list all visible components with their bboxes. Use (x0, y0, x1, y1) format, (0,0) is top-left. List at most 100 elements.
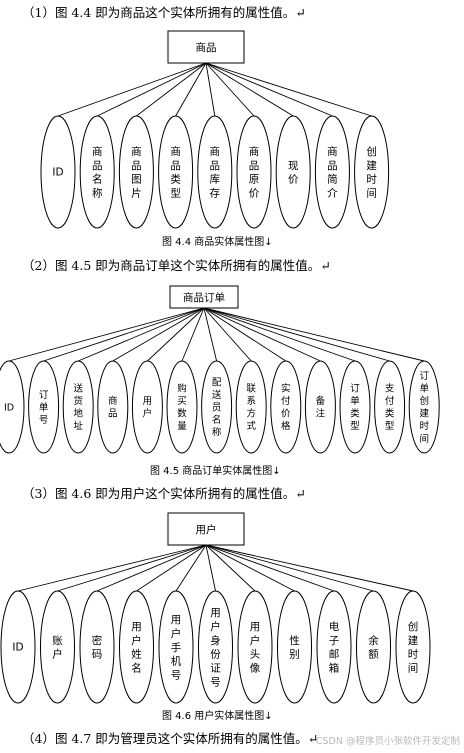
connector-line (205, 544, 335, 592)
entity-box (167, 512, 245, 546)
connector-line (112, 307, 205, 362)
attribute-label: 送货地址 (73, 383, 83, 433)
attribute-ellipse (374, 360, 406, 454)
attribute-label: 商品 (108, 395, 118, 420)
connector-line (57, 544, 207, 592)
attribute-label: 用户身份证号 (210, 607, 221, 688)
figure-caption-order: 图 4.5 商品订单实体属性图↓ (150, 466, 281, 477)
entity-label: 商品 (196, 41, 217, 54)
connector-line (136, 544, 207, 592)
connector-line (205, 544, 256, 592)
connector-line (205, 62, 372, 117)
attribute-ellipse (198, 590, 233, 704)
attribute-ellipse (314, 115, 350, 229)
attribute-ellipse (304, 360, 336, 454)
attribute-ellipse (158, 590, 194, 704)
attribute-label: 实付价格 (281, 383, 291, 433)
connector-line (175, 544, 207, 592)
watermark: CSDN @程序员小张软件开发定制 (315, 736, 460, 747)
connector-line (78, 307, 205, 362)
attribute-label: 商品图片 (131, 145, 142, 200)
entity-box (167, 30, 245, 64)
attribute-ellipse (62, 360, 94, 454)
attribute-ellipse (97, 360, 129, 454)
figure-caption-product: 图 4.4 商品实体属性图↓ (162, 237, 273, 248)
attribute-label: 联系方式 (246, 384, 256, 433)
attribute-ellipse (354, 115, 390, 229)
connector-line (205, 544, 374, 592)
attribute-label: 订单类型 (350, 384, 360, 433)
attribute-label: 用户头像 (250, 621, 261, 675)
attribute-ellipse (277, 590, 312, 704)
section-heading-product: （1）图 4.4 即为商品这个实体所拥有的属性值。↵ (22, 5, 306, 20)
section-heading-order: （2）图 4.5 即为商品订单这个实体所拥有的属性值。↵ (22, 258, 331, 273)
connector-line (203, 307, 356, 362)
attribute-ellipse (356, 590, 391, 704)
attribute-label: 购买数量 (177, 383, 187, 433)
connector-line (147, 307, 205, 362)
attribute-ellipse (119, 590, 154, 704)
attribute-ellipse (408, 360, 440, 454)
connector-line (203, 307, 321, 362)
attribute-label: 订单号 (39, 390, 49, 426)
connector-line (205, 62, 294, 117)
attribute-ellipse (0, 360, 25, 454)
attribute-label: 商品类型 (170, 145, 181, 200)
connector-line (97, 62, 207, 117)
connector-line (203, 307, 425, 362)
figure-caption-user: 图 4.6 用户实体属性图↓ (162, 711, 273, 722)
attribute-ellipse (40, 115, 76, 229)
attribute-ellipse (79, 590, 115, 704)
attribute-label: 商品简介 (327, 145, 338, 200)
attribute-ellipse (28, 360, 60, 454)
entity-label: 商品订单 (183, 291, 225, 304)
connector-line (203, 307, 287, 362)
attribute-ellipse (158, 115, 194, 229)
section-heading-admin: （4）图 4.7 即为管理员这个实体所拥有的属性值。↵ (22, 731, 319, 746)
attribute-label: 创建时间 (366, 145, 377, 200)
attribute-ellipse (316, 590, 352, 704)
connector-line (181, 307, 205, 362)
attribute-label: 性别 (289, 634, 300, 661)
connector-line (203, 307, 218, 362)
attribute-ellipse (118, 115, 154, 229)
attribute-label: 密码 (92, 634, 103, 661)
attribute-ellipse (197, 115, 233, 229)
connector-line (205, 62, 216, 117)
attribute-ellipse (275, 115, 311, 229)
attribute-label: 余额 (368, 634, 379, 661)
entity-box (169, 285, 239, 309)
attribute-label: 现价 (288, 160, 299, 186)
connector-line (205, 544, 414, 592)
attribute-label: 备注 (316, 395, 326, 420)
attribute-ellipse (270, 360, 302, 454)
attribute-ellipse (235, 360, 267, 454)
attribute-label: 用户 (143, 396, 153, 420)
attribute-label: 商品库存 (210, 145, 221, 200)
section-heading-user: （3）图 4.6 即为用户这个实体所拥有的属性值。↵ (22, 486, 306, 501)
connector-line (96, 544, 207, 592)
attribute-label: 订单创建时间 (419, 371, 429, 445)
attribute-label: 商品原价 (249, 145, 260, 200)
connector-line (205, 544, 216, 592)
attribute-label: 账户 (52, 635, 63, 661)
attribute-label: 用户姓名 (131, 621, 142, 675)
attribute-ellipse (0, 590, 36, 704)
connector-line (8, 307, 205, 362)
order-entity-diagram: 商品订单 ID 订单号 送货地址 商品 用户 购买数量 配送员名称 联系方式 实付价格 备注 订单类型… (0, 285, 440, 454)
attribute-ellipse (166, 360, 198, 454)
connector-line (205, 62, 333, 117)
attribute-ellipse (79, 115, 115, 229)
attribute-label: 创建时间 (408, 620, 419, 675)
connector-line (57, 62, 207, 117)
connector-line (136, 62, 207, 117)
attribute-label: 配送员名称 (212, 377, 222, 438)
attribute-label: ID (12, 642, 23, 654)
attribute-label: 电子邮箱 (329, 620, 340, 675)
attribute-label: 用户手机号 (171, 614, 182, 681)
attribute-label: ID (4, 402, 14, 413)
attribute-ellipse (201, 360, 233, 454)
connector-line (43, 307, 205, 362)
attribute-label: 商品名称 (92, 145, 103, 200)
